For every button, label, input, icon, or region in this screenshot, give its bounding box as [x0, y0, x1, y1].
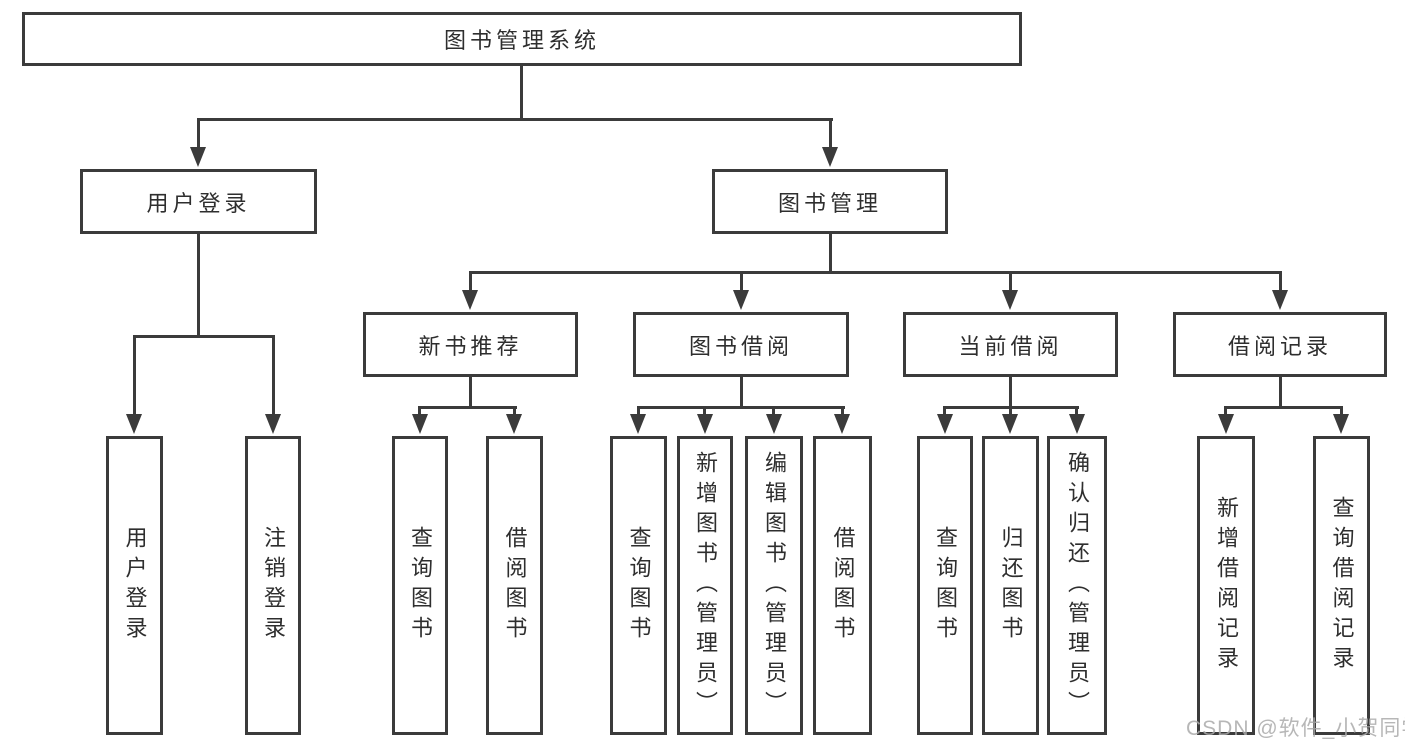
connector-br-span [1224, 406, 1343, 409]
arrowhead-down [937, 414, 953, 434]
connector-bb-stub-4 [841, 406, 844, 418]
connector-userlogin-stub-left [133, 335, 136, 419]
arrowhead-down [834, 414, 850, 434]
connector-root-stub-right [829, 118, 832, 150]
node-query-books-recommend: 查询图书 [392, 436, 448, 735]
arrowhead-down [630, 414, 646, 434]
connector-nbr-stub-2 [513, 406, 516, 418]
connector-bb-stub-3 [772, 406, 775, 418]
node-user-login-action: 用户登录 [106, 436, 163, 735]
arrowhead-down [126, 414, 142, 434]
connector-cb-stub-2 [1009, 406, 1012, 418]
connector-br-stub-1 [1224, 406, 1227, 418]
connector-cb-drop [1009, 377, 1012, 409]
connector-cb-stub-1 [943, 406, 946, 418]
node-return-books: 归还图书 [982, 436, 1039, 735]
node-confirm-return-admin: 确认归还（管理员） [1047, 436, 1107, 735]
connector-bb-stub-2 [703, 406, 706, 418]
node-logout-action: 注销登录 [245, 436, 301, 735]
connector-bookmgmt-stub-3 [1009, 271, 1012, 294]
node-book-management: 图书管理 [712, 169, 948, 234]
arrowhead-down [1218, 414, 1234, 434]
connector-userlogin-stub-right [272, 335, 275, 419]
connector-bookmgmt-drop [829, 234, 832, 274]
node-user-login: 用户登录 [80, 169, 317, 234]
arrowhead-down [697, 414, 713, 434]
node-query-borrow-record: 查询借阅记录 [1313, 436, 1370, 735]
connector-bookmgmt-span [469, 271, 1282, 274]
arrowhead-down [462, 290, 478, 310]
connector-bb-drop [740, 377, 743, 409]
node-borrow-books-recommend: 借阅图书 [486, 436, 543, 735]
connector-root-drop [520, 65, 523, 120]
arrowhead-down [412, 414, 428, 434]
arrowhead-down [265, 414, 281, 434]
connector-cb-stub-3 [1075, 406, 1078, 418]
arrowhead-down [1272, 290, 1288, 310]
arrowhead-down [1002, 290, 1018, 310]
connector-br-stub-2 [1340, 406, 1343, 418]
connector-bb-stub-1 [637, 406, 640, 418]
node-add-books-admin: 新增图书（管理员） [677, 436, 733, 735]
connector-root-stub-left [197, 118, 200, 150]
connector-bookmgmt-stub-4 [1279, 271, 1282, 294]
node-query-books-current: 查询图书 [917, 436, 973, 735]
connector-root-span [197, 118, 833, 121]
connector-nbr-stub-1 [418, 406, 421, 418]
connector-bb-span [637, 406, 845, 409]
arrowhead-down [766, 414, 782, 434]
node-query-books-borrowing: 查询图书 [610, 436, 667, 735]
connector-nbr-drop [469, 377, 472, 409]
arrowhead-down [1002, 414, 1018, 434]
arrowhead-down [190, 147, 206, 167]
arrowhead-down [506, 414, 522, 434]
connector-bookmgmt-stub-2 [740, 271, 743, 294]
connector-userlogin-span [133, 335, 275, 338]
connector-nbr-span [418, 406, 517, 409]
node-new-book-recommend: 新书推荐 [363, 312, 578, 377]
arrowhead-down [1333, 414, 1349, 434]
node-borrow-records: 借阅记录 [1173, 312, 1387, 377]
node-book-borrowing: 图书借阅 [633, 312, 849, 377]
node-current-borrowing: 当前借阅 [903, 312, 1118, 377]
connector-userlogin-drop [197, 234, 200, 337]
node-edit-books-admin: 编辑图书（管理员） [745, 436, 803, 735]
arrowhead-down [1069, 414, 1085, 434]
node-add-borrow-record: 新增借阅记录 [1197, 436, 1255, 735]
arrowhead-down [733, 290, 749, 310]
connector-bookmgmt-stub-1 [469, 271, 472, 294]
csdn-watermark: CSDN @软件_小贺同学 [1186, 717, 1405, 740]
connector-br-drop [1279, 377, 1282, 409]
node-library-management-system: 图书管理系统 [22, 12, 1022, 66]
arrowhead-down [822, 147, 838, 167]
node-borrow-books-borrowing: 借阅图书 [813, 436, 872, 735]
